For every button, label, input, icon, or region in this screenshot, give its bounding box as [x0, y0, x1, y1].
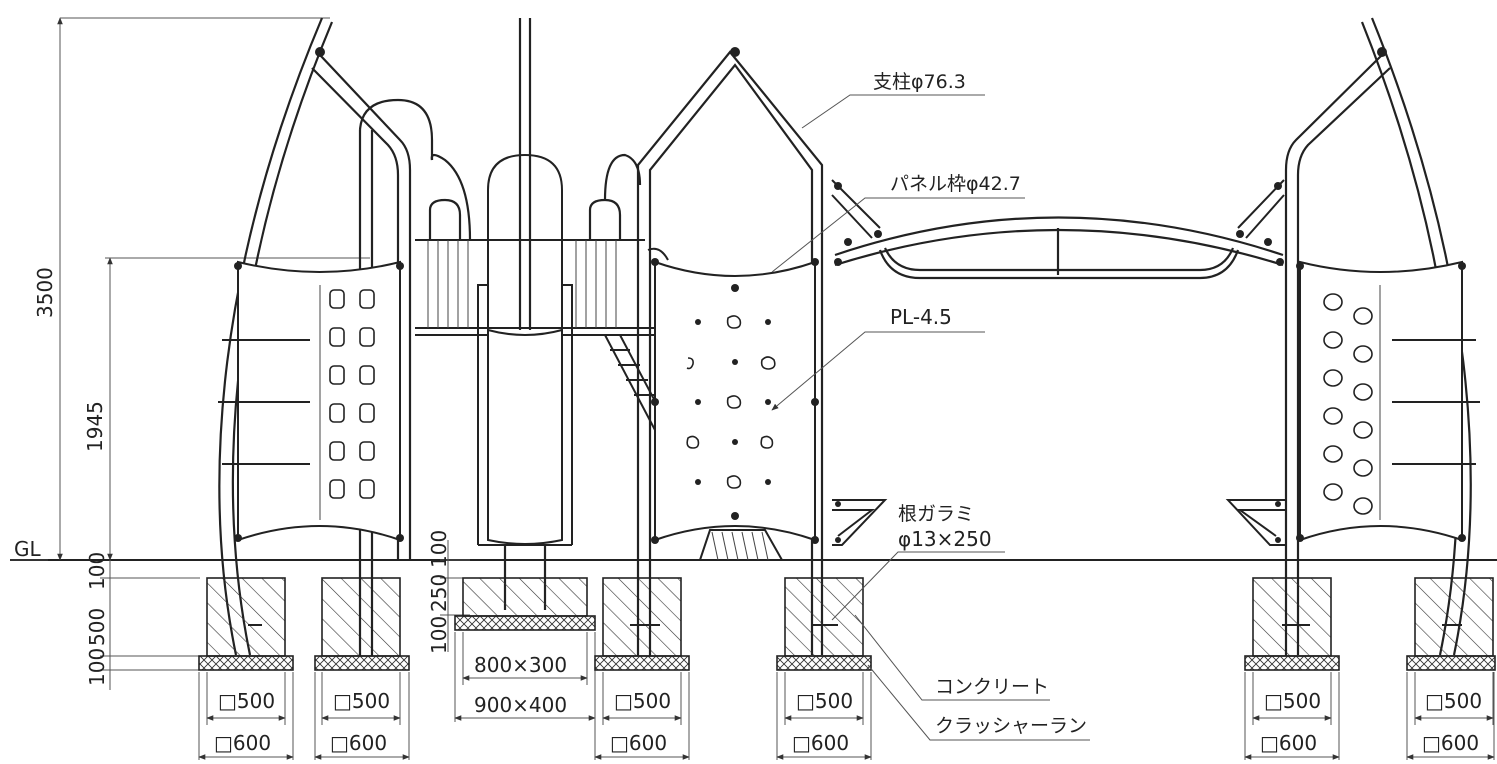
height-dimension-1945: 1945 [83, 257, 370, 561]
footing-6-inner: □500 [1425, 689, 1482, 713]
footing-4-inner: □500 [796, 689, 853, 713]
dim-slide-100a: 100 [427, 530, 451, 568]
footing-slide: 800×300 900×400 [454, 577, 596, 722]
embedded-posts [248, 560, 1462, 656]
foundation-stack-dimension: 100 500 100 [85, 552, 200, 690]
concrete-label: コンクリート [935, 676, 1049, 698]
footing-6-outer: □600 [1422, 731, 1479, 755]
dim-slide-100b: 100 [427, 616, 451, 654]
center-panel-holds [686, 315, 776, 489]
footing-slide-outer: 900×400 [474, 693, 567, 717]
footing-4: □500 □600 [776, 577, 872, 760]
footing-6: □500 □600 [1406, 577, 1496, 760]
center-climbing-tower [636, 47, 824, 655]
post-label: 支柱φ76.3 [873, 71, 966, 93]
footing-3: □500 □600 [594, 577, 690, 760]
slide [477, 18, 669, 610]
right-panel-holds [1323, 293, 1373, 515]
footing-2-outer: □600 [330, 731, 387, 755]
footing-1-outer: □600 [214, 731, 271, 755]
dim-slide-250: 250 [427, 574, 451, 612]
slide-deck [415, 153, 660, 336]
footing-2: □500 □600 [314, 577, 410, 760]
footing-5: □500 □600 [1244, 577, 1340, 760]
footing-1: □500 □600 [198, 577, 294, 760]
footing-5-outer: □600 [1260, 731, 1317, 755]
label-crusher-run: クラッシャーラン [867, 664, 1090, 741]
footing-1-inner: □500 [218, 689, 275, 713]
root-anchor-title: 根ガラミ [898, 503, 974, 525]
footing-2-inner: □500 [333, 689, 390, 713]
crusher-run-label: クラッシャーラン [935, 715, 1087, 737]
footing-4-outer: □600 [792, 731, 849, 755]
height-dimension-3500: 3500 [33, 17, 330, 561]
plate-label: PL-4.5 [890, 305, 952, 329]
slide-footing-dimensions: 100 250 100 [427, 530, 470, 654]
panel-frame-label: パネル枠φ42.7 [890, 173, 1021, 195]
dim-stack-100a: 100 [85, 552, 109, 590]
footing-3-inner: □500 [614, 689, 671, 713]
bridge [831, 179, 1285, 546]
label-concrete: コンクリート [854, 614, 1050, 701]
label-plate: PL-4.5 [771, 305, 985, 411]
label-panel-frame: パネル枠φ42.7 [771, 173, 1025, 273]
footing-5-inner: □500 [1264, 689, 1321, 713]
gl-label: GL [14, 537, 41, 561]
right-arch-tower [1284, 17, 1480, 656]
left-arch-tower [218, 17, 434, 656]
label-post: 支柱φ76.3 [801, 71, 985, 129]
dim-stack-500: 500 [85, 608, 109, 646]
footing-slide-inner: 800×300 [474, 653, 567, 677]
footing-3-outer: □600 [610, 731, 667, 755]
left-panel-holds [329, 289, 375, 499]
root-anchor-spec: φ13×250 [898, 527, 992, 551]
dim-1945: 1945 [83, 401, 107, 452]
dim-3500: 3500 [33, 267, 57, 318]
dim-stack-100b: 100 [85, 648, 109, 686]
label-root-anchor: 根ガラミ φ13×250 [831, 503, 1005, 621]
